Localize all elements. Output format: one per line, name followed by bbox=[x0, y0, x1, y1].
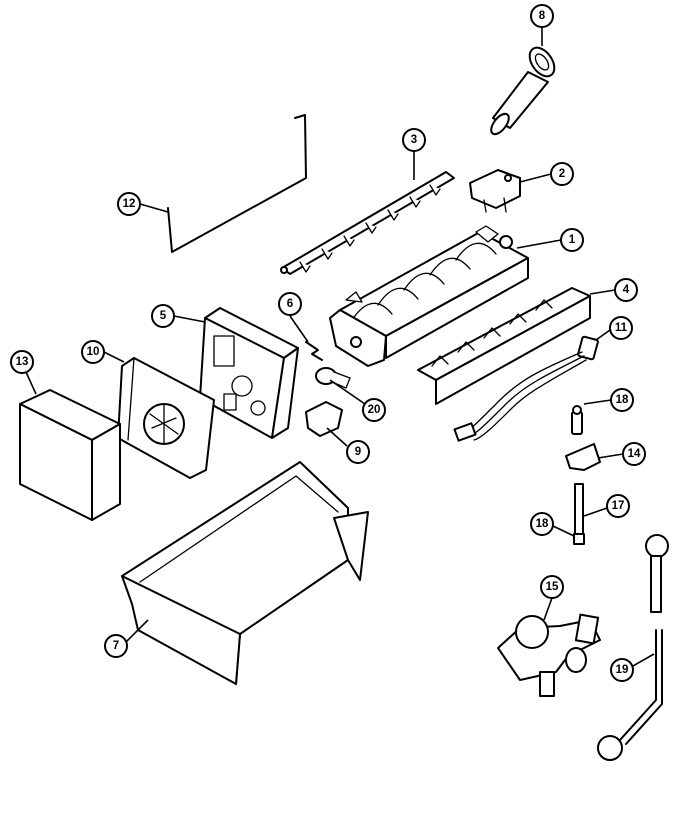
callout-5: 5 bbox=[151, 304, 206, 328]
callout-9: 9 bbox=[326, 427, 370, 464]
svg-text:15: 15 bbox=[546, 581, 559, 593]
callout-19: 19 bbox=[610, 653, 655, 682]
wire-harness bbox=[453, 335, 599, 442]
drive-gear bbox=[315, 367, 351, 389]
svg-text:13: 13 bbox=[16, 356, 29, 368]
inlet-tube bbox=[573, 483, 585, 545]
callout-4: 4 bbox=[589, 278, 638, 302]
callout-15: 15 bbox=[540, 575, 564, 621]
ejector-cover bbox=[417, 287, 591, 405]
tube-clamp bbox=[565, 443, 601, 471]
svg-text:11: 11 bbox=[615, 322, 628, 334]
callout-3: 3 bbox=[402, 128, 426, 180]
svg-text:18: 18 bbox=[616, 394, 629, 406]
callout-18-upper: 18 bbox=[583, 388, 634, 412]
svg-text:4: 4 bbox=[623, 284, 630, 296]
callout-12: 12 bbox=[117, 192, 169, 216]
shutoff-arm-wire bbox=[167, 114, 307, 253]
svg-text:3: 3 bbox=[411, 134, 417, 146]
svg-text:6: 6 bbox=[287, 298, 293, 310]
callout-18-lower: 18 bbox=[530, 512, 575, 537]
svg-text:14: 14 bbox=[628, 448, 641, 460]
front-cover bbox=[19, 389, 121, 521]
svg-text:10: 10 bbox=[87, 346, 100, 358]
callout-20: 20 bbox=[329, 379, 386, 422]
svg-text:1: 1 bbox=[569, 234, 576, 246]
svg-text:12: 12 bbox=[123, 198, 136, 210]
water-fitting-nut bbox=[571, 405, 583, 435]
svg-text:19: 19 bbox=[616, 664, 629, 676]
thermostat bbox=[469, 169, 521, 213]
retaining-clip bbox=[305, 341, 323, 361]
switch bbox=[305, 401, 343, 437]
callout-17: 17 bbox=[583, 494, 630, 518]
callout-10: 10 bbox=[81, 340, 125, 364]
callout-2: 2 bbox=[519, 162, 574, 186]
svg-text:5: 5 bbox=[160, 310, 167, 322]
fill-tube bbox=[490, 46, 556, 136]
water-valve bbox=[497, 613, 601, 697]
svg-text:8: 8 bbox=[539, 10, 546, 22]
svg-text:20: 20 bbox=[368, 404, 381, 416]
callout-13: 13 bbox=[10, 350, 37, 395]
ice-bin bbox=[121, 461, 369, 685]
svg-text:18: 18 bbox=[536, 518, 549, 530]
water-line bbox=[597, 534, 669, 761]
callout-7: 7 bbox=[104, 619, 149, 658]
callouts: 1 2 3 4 5 6 7 8 bbox=[10, 4, 655, 682]
mold-and-heater bbox=[329, 225, 529, 367]
stripper bbox=[280, 171, 455, 275]
svg-text:2: 2 bbox=[559, 168, 565, 180]
callout-11: 11 bbox=[595, 316, 633, 341]
mounting-plate bbox=[117, 357, 215, 479]
callout-6: 6 bbox=[278, 292, 309, 343]
control-housing bbox=[199, 307, 299, 439]
svg-text:9: 9 bbox=[355, 446, 361, 458]
callout-14: 14 bbox=[597, 442, 646, 466]
callout-1: 1 bbox=[516, 228, 584, 252]
svg-text:17: 17 bbox=[612, 500, 625, 512]
callout-8: 8 bbox=[530, 4, 554, 46]
svg-text:7: 7 bbox=[113, 640, 119, 652]
